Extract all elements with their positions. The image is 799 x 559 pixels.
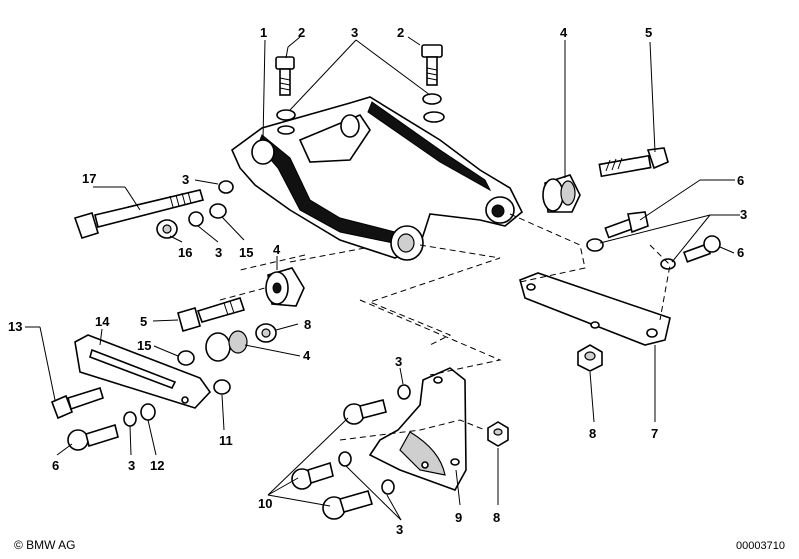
slotted-bracket-14 (74, 334, 212, 409)
washer-3-center-mid (338, 451, 352, 467)
rubber-bushing-4-mid2 (205, 330, 248, 362)
bolt-13 (50, 386, 104, 420)
callout-10: 10 (258, 496, 272, 511)
washer-3-top-right (422, 93, 442, 105)
callout-6-right: 6 (737, 173, 744, 188)
callout-13: 13 (8, 319, 22, 334)
mounting-bracket-9 (368, 367, 467, 491)
callout-9: 9 (455, 510, 462, 525)
callout-2-right: 2 (397, 25, 404, 40)
callout-3-bottom: 3 (128, 458, 135, 473)
callout-3-left-top: 3 (182, 172, 189, 187)
leader-lines (25, 36, 740, 521)
document-number: 00003710 (736, 540, 785, 552)
callout-3-left: 3 (215, 245, 222, 260)
callout-5-mid: 5 (140, 314, 147, 329)
callout-6-bottom: 6 (52, 458, 59, 473)
bolt-6-right-upper (604, 211, 649, 239)
callout-4-mid2: 4 (303, 348, 311, 363)
nut-8-bottom (487, 421, 509, 447)
callout-2-left: 2 (298, 25, 305, 40)
callout-3-center-low: 3 (396, 522, 403, 537)
callout-4-mid: 4 (273, 242, 281, 257)
washer-11 (213, 379, 231, 395)
nut-8-right (577, 344, 603, 372)
washer-15-left (209, 203, 227, 219)
callout-15-mid: 15 (137, 338, 151, 353)
bolt-10-upper (343, 399, 387, 425)
bolt-5-mid (177, 297, 246, 332)
callout-3-top: 3 (351, 25, 358, 40)
callout-11: 11 (219, 433, 233, 448)
bolt-2-right (421, 44, 443, 86)
washer-15-mid (177, 350, 195, 366)
bolt-10-lower (322, 490, 374, 520)
washer-3-left-top (218, 180, 234, 194)
washer-3-bottom (123, 411, 137, 427)
washer-3-left (188, 211, 204, 227)
callout-4-top: 4 (560, 25, 568, 40)
swing-arm-bracket (231, 96, 524, 261)
nut-16 (156, 219, 178, 239)
washer-12 (140, 403, 156, 421)
copyright-text: © BMW AG (14, 538, 76, 552)
callout-12: 12 (150, 458, 164, 473)
callout-3-center: 3 (395, 354, 402, 369)
callout-14: 14 (95, 314, 110, 329)
alignment-lines (219, 213, 671, 441)
bracket-plate-7 (519, 272, 671, 346)
rubber-bushing-4-top (542, 174, 581, 213)
callout-8-right: 8 (589, 426, 596, 441)
callout-labels: 1 2 3 2 4 5 6 3 6 17 3 16 3 15 4 5 8 13 … (8, 25, 747, 537)
callout-6-right-lower: 6 (737, 245, 744, 260)
callout-1: 1 (260, 25, 267, 40)
bolt-6-bottom (67, 423, 119, 451)
washer-3-center-top (397, 384, 411, 400)
bolt-6-right-lower (682, 235, 721, 263)
callout-7: 7 (651, 426, 658, 441)
washer-3-top-left (276, 109, 296, 121)
callout-8-mid: 8 (304, 317, 311, 332)
bolt-2-left (275, 56, 295, 96)
bolt-10-middle (291, 461, 334, 490)
callout-17: 17 (82, 171, 96, 186)
callout-16: 16 (178, 245, 192, 260)
callout-15-left: 15 (239, 245, 253, 260)
bolt-5-top (598, 147, 669, 178)
washer-3-right (586, 238, 604, 252)
callout-5-top: 5 (645, 25, 652, 40)
callout-3-right: 3 (740, 207, 747, 222)
washer-3-center-low (381, 479, 395, 495)
rubber-bushing-4-mid (265, 267, 305, 307)
long-bolt-17 (73, 189, 205, 239)
callout-8-bottom: 8 (493, 510, 500, 525)
nut-8-mid (255, 323, 277, 343)
